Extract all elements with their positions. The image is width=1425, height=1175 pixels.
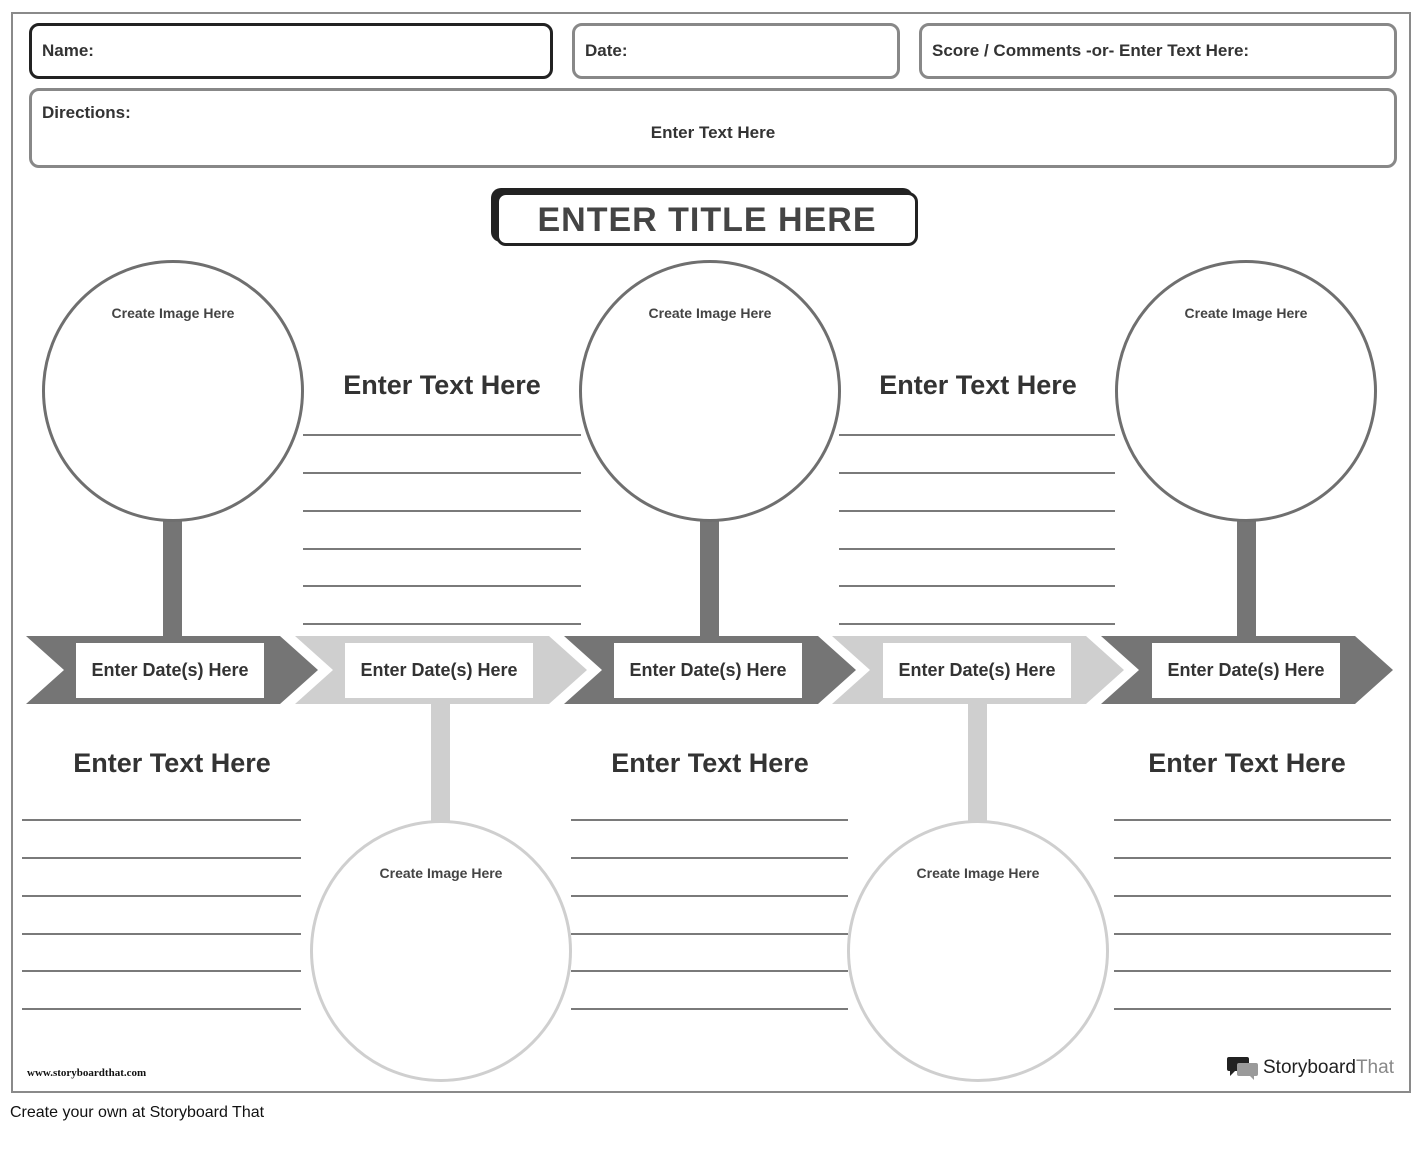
image-placeholder: Create Image Here [1184, 305, 1308, 321]
writing-line [22, 857, 301, 859]
date-field-1[interactable]: Enter Date(s) Here [76, 643, 264, 698]
brand-name-suffix: That [1355, 1057, 1394, 1078]
directions-label: Directions: [42, 103, 131, 122]
footer-url: www.storyboardthat.com [27, 1067, 147, 1079]
page-title: ENTER TITLE HERE [537, 201, 877, 239]
writing-line [1114, 895, 1391, 897]
writing-line [839, 510, 1115, 512]
writing-line [22, 970, 301, 972]
writing-line [1114, 857, 1391, 859]
stem [163, 520, 182, 638]
stem [431, 702, 450, 822]
image-circle[interactable]: Create Image Here [1115, 260, 1377, 522]
date-field-5[interactable]: Enter Date(s) Here [1152, 643, 1340, 698]
writing-line [303, 585, 581, 587]
image-placeholder: Create Image Here [916, 865, 1040, 881]
writing-line [839, 548, 1115, 550]
date-field-4[interactable]: Enter Date(s) Here [883, 643, 1071, 698]
name-field[interactable]: Name: [29, 23, 553, 79]
writing-line [303, 472, 581, 474]
writing-line [571, 970, 848, 972]
writing-line [839, 585, 1115, 587]
writing-line [571, 895, 848, 897]
writing-line [571, 933, 848, 935]
image-circle[interactable]: Create Image Here [42, 260, 304, 522]
writing-line [1114, 819, 1391, 821]
date-label: Date: [585, 41, 628, 60]
date-field[interactable]: Date: [572, 23, 900, 79]
title-box[interactable]: ENTER TITLE HERE [496, 192, 918, 246]
writing-line [22, 819, 301, 821]
writing-line [22, 895, 301, 897]
image-circle[interactable]: Create Image Here [579, 260, 841, 522]
name-label: Name: [42, 41, 94, 60]
text-heading[interactable]: Enter Text Here [343, 370, 541, 400]
writing-line [303, 623, 581, 625]
writing-line [1114, 970, 1391, 972]
footer-caption[interactable]: Create your own at Storyboard That [10, 1104, 265, 1121]
stem [968, 702, 987, 822]
writing-line [571, 819, 848, 821]
writing-line [303, 434, 581, 436]
writing-line [1114, 1008, 1391, 1010]
text-heading[interactable]: Enter Text Here [879, 370, 1077, 400]
writing-line [839, 472, 1115, 474]
text-heading[interactable]: Enter Text Here [611, 748, 809, 778]
date-field-2[interactable]: Enter Date(s) Here [345, 643, 533, 698]
writing-line [839, 623, 1115, 625]
directions-field[interactable]: Directions: Enter Text Here [29, 88, 1397, 168]
directions-text: Enter Text Here [650, 123, 776, 142]
date-field-3[interactable]: Enter Date(s) Here [614, 643, 802, 698]
score-label: Score / Comments -or- Enter Text Here: [932, 41, 1250, 60]
score-field[interactable]: Score / Comments -or- Enter Text Here: [919, 23, 1397, 79]
writing-line [571, 857, 848, 859]
storyboardthat-logo: StoryboardThat [1227, 1055, 1394, 1081]
writing-line [839, 434, 1115, 436]
writing-line [303, 510, 581, 512]
writing-line [303, 548, 581, 550]
image-circle[interactable]: Create Image Here [310, 820, 572, 1082]
brand-name: Storyboard [1263, 1057, 1356, 1078]
stem [700, 520, 719, 638]
image-placeholder: Create Image Here [379, 865, 503, 881]
writing-line [22, 1008, 301, 1010]
writing-line [22, 933, 301, 935]
text-heading[interactable]: Enter Text Here [1148, 748, 1346, 778]
writing-line [1114, 933, 1391, 935]
stem [1237, 520, 1256, 638]
image-placeholder: Create Image Here [111, 305, 235, 321]
image-circle[interactable]: Create Image Here [847, 820, 1109, 1082]
speech-bubbles-icon [1227, 1055, 1259, 1081]
text-heading[interactable]: Enter Text Here [73, 748, 271, 778]
writing-line [571, 1008, 848, 1010]
image-placeholder: Create Image Here [648, 305, 772, 321]
